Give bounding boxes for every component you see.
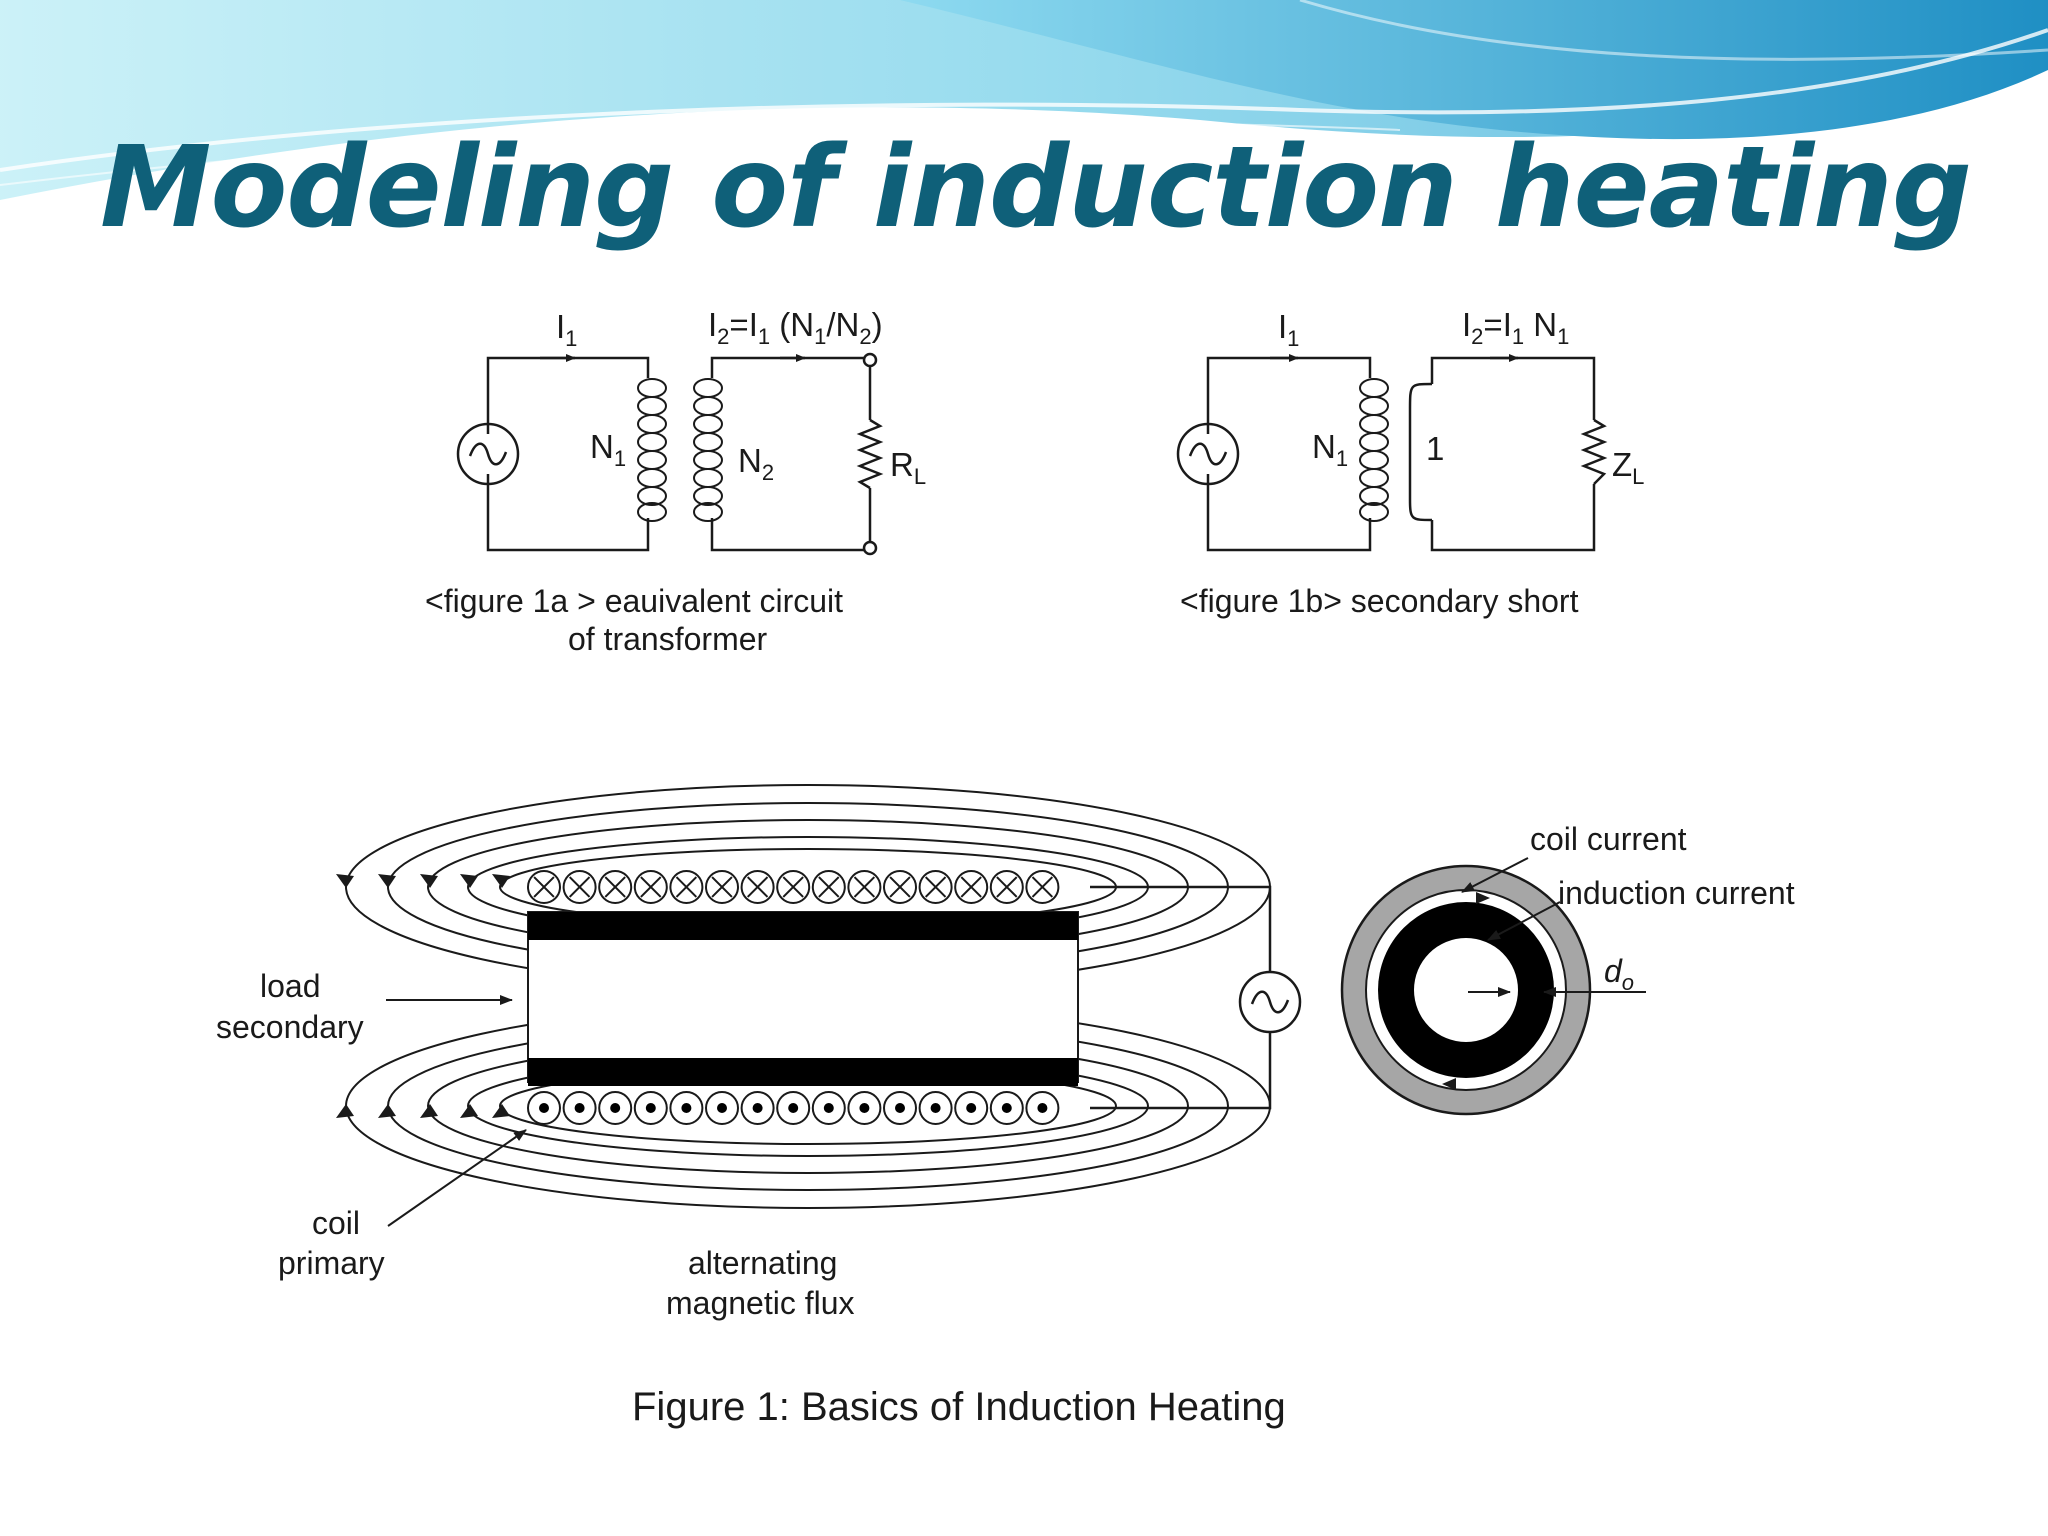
ac-source-coil <box>1238 970 1302 1034</box>
coil-label-line1: coil <box>312 1205 360 1241</box>
ac-source-1b <box>1176 422 1240 486</box>
dot-mark <box>823 1103 834 1113</box>
cross-mark <box>675 876 698 898</box>
cross-mark <box>640 876 662 898</box>
fig1a-i1-label: I1 <box>556 308 577 351</box>
dot-mark <box>788 1103 799 1113</box>
fig1b-n1-label: N1 <box>1312 428 1348 471</box>
dot-mark <box>752 1103 763 1113</box>
slide-title: Modeling of induction heating <box>100 123 1972 253</box>
coil-bottom-row <box>527 1091 1060 1125</box>
dot-mark <box>966 1103 977 1113</box>
coil-top-row <box>527 870 1060 904</box>
flux-arrowheads <box>336 874 510 1118</box>
coil-supply-wiring <box>1090 885 1272 1110</box>
dot-mark <box>717 1103 727 1113</box>
figure-panel <box>175 272 1888 1454</box>
fig1a-caption-line2: of transformer <box>568 621 768 657</box>
cross-mark <box>711 876 733 898</box>
dot-mark <box>859 1103 870 1113</box>
cross-mark <box>889 876 911 898</box>
primary-coil-1b <box>1359 378 1389 522</box>
secondary-coil-1a <box>693 378 723 522</box>
fig1a-n2-label: N2 <box>738 442 774 485</box>
dot-mark <box>895 1103 905 1113</box>
cross-mark <box>1031 876 1054 898</box>
fig1b-zl-label: ZL <box>1612 446 1644 489</box>
coil-label-line2: primary <box>278 1245 385 1281</box>
dot-mark <box>1001 1103 1012 1113</box>
fig1b-one-label: 1 <box>1426 430 1444 467</box>
dot-mark <box>539 1103 549 1113</box>
do-label: do <box>1604 953 1634 995</box>
induction-current-label: induction current <box>1558 875 1795 911</box>
load-label-line2: secondary <box>216 1009 364 1045</box>
dot-mark <box>930 1103 941 1113</box>
fig1b-i1-label: I1 <box>1278 308 1299 351</box>
dot-mark <box>681 1103 692 1113</box>
load-top-bar <box>528 912 1078 940</box>
header-wave-decoration <box>0 0 2048 200</box>
cross-mark <box>996 876 1018 898</box>
primary-coil-1a <box>637 378 667 522</box>
fig1a-rl-label: RL <box>890 446 926 489</box>
fig1a-i2-label: I2=I1 (N1/N2) <box>708 306 883 349</box>
coil-current-leader <box>1461 857 1529 893</box>
induction-current-leader <box>1487 901 1561 941</box>
cross-mark <box>568 876 591 898</box>
load-label-line1: load <box>260 968 321 1004</box>
dot-mark <box>1037 1103 1048 1113</box>
coil-cross-section <box>1340 864 1592 1116</box>
cross-mark <box>960 876 982 898</box>
flux-label-line2: magnetic flux <box>666 1285 855 1321</box>
cross-mark <box>818 876 840 898</box>
cross-mark <box>853 876 876 898</box>
figure-1a-circuit <box>486 352 884 556</box>
ac-source-1a <box>456 422 520 486</box>
fig1b-i2-label: I2=I1 N1 <box>1462 306 1569 349</box>
load-bottom-bar <box>528 1058 1078 1086</box>
fig1b-caption: <figure 1b> secondary short <box>1180 583 1579 619</box>
coil-leader-line <box>387 1129 527 1227</box>
fig1a-caption-line1: <figure 1a > eauivalent circuit <box>425 583 843 619</box>
cross-mark <box>782 876 804 898</box>
dot-mark <box>645 1103 656 1113</box>
cross-mark <box>746 876 769 898</box>
figure-1b-circuit <box>1206 354 1608 552</box>
coil-current-label: coil current <box>1530 821 1687 857</box>
cross-mark <box>924 876 947 898</box>
figure-caption: Figure 1: Basics of Induction Heating <box>632 1385 1286 1429</box>
flux-label-line1: alternating <box>688 1245 837 1281</box>
load-body <box>527 911 1079 1083</box>
fig1a-n1-label: N1 <box>590 428 626 471</box>
cross-mark <box>604 876 626 898</box>
dot-mark <box>610 1103 621 1113</box>
cross-mark <box>533 876 555 898</box>
dot-mark <box>574 1103 585 1113</box>
